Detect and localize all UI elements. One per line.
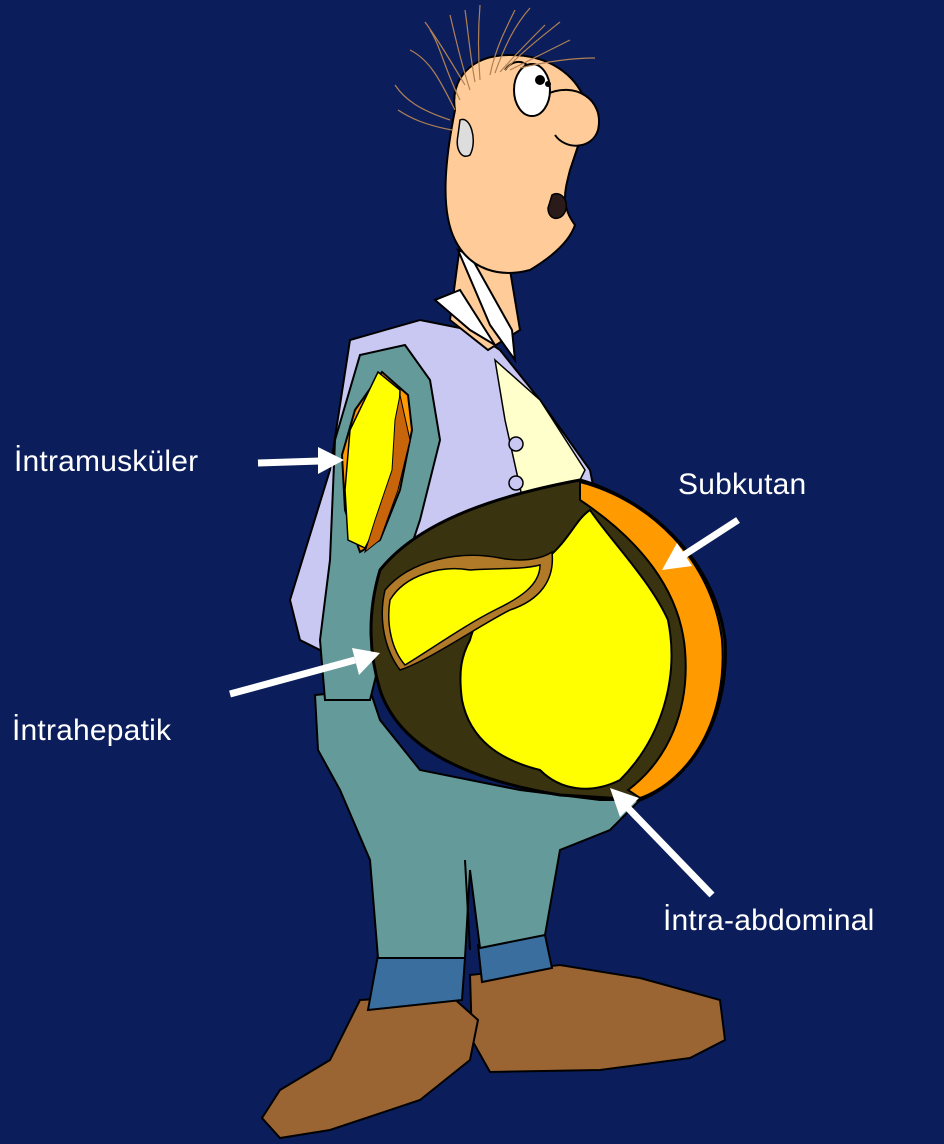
- label-subcutaneous: Subkutan: [678, 470, 806, 500]
- label-intramuscular: İntramusküler: [14, 447, 198, 477]
- left-sock: [368, 955, 465, 1010]
- label-intrahepatic: İntrahepatik: [12, 716, 171, 746]
- label-intra-abdominal: İntra-abdominal: [663, 906, 874, 936]
- right-shoe: [470, 965, 725, 1072]
- left-shoe: [262, 995, 478, 1138]
